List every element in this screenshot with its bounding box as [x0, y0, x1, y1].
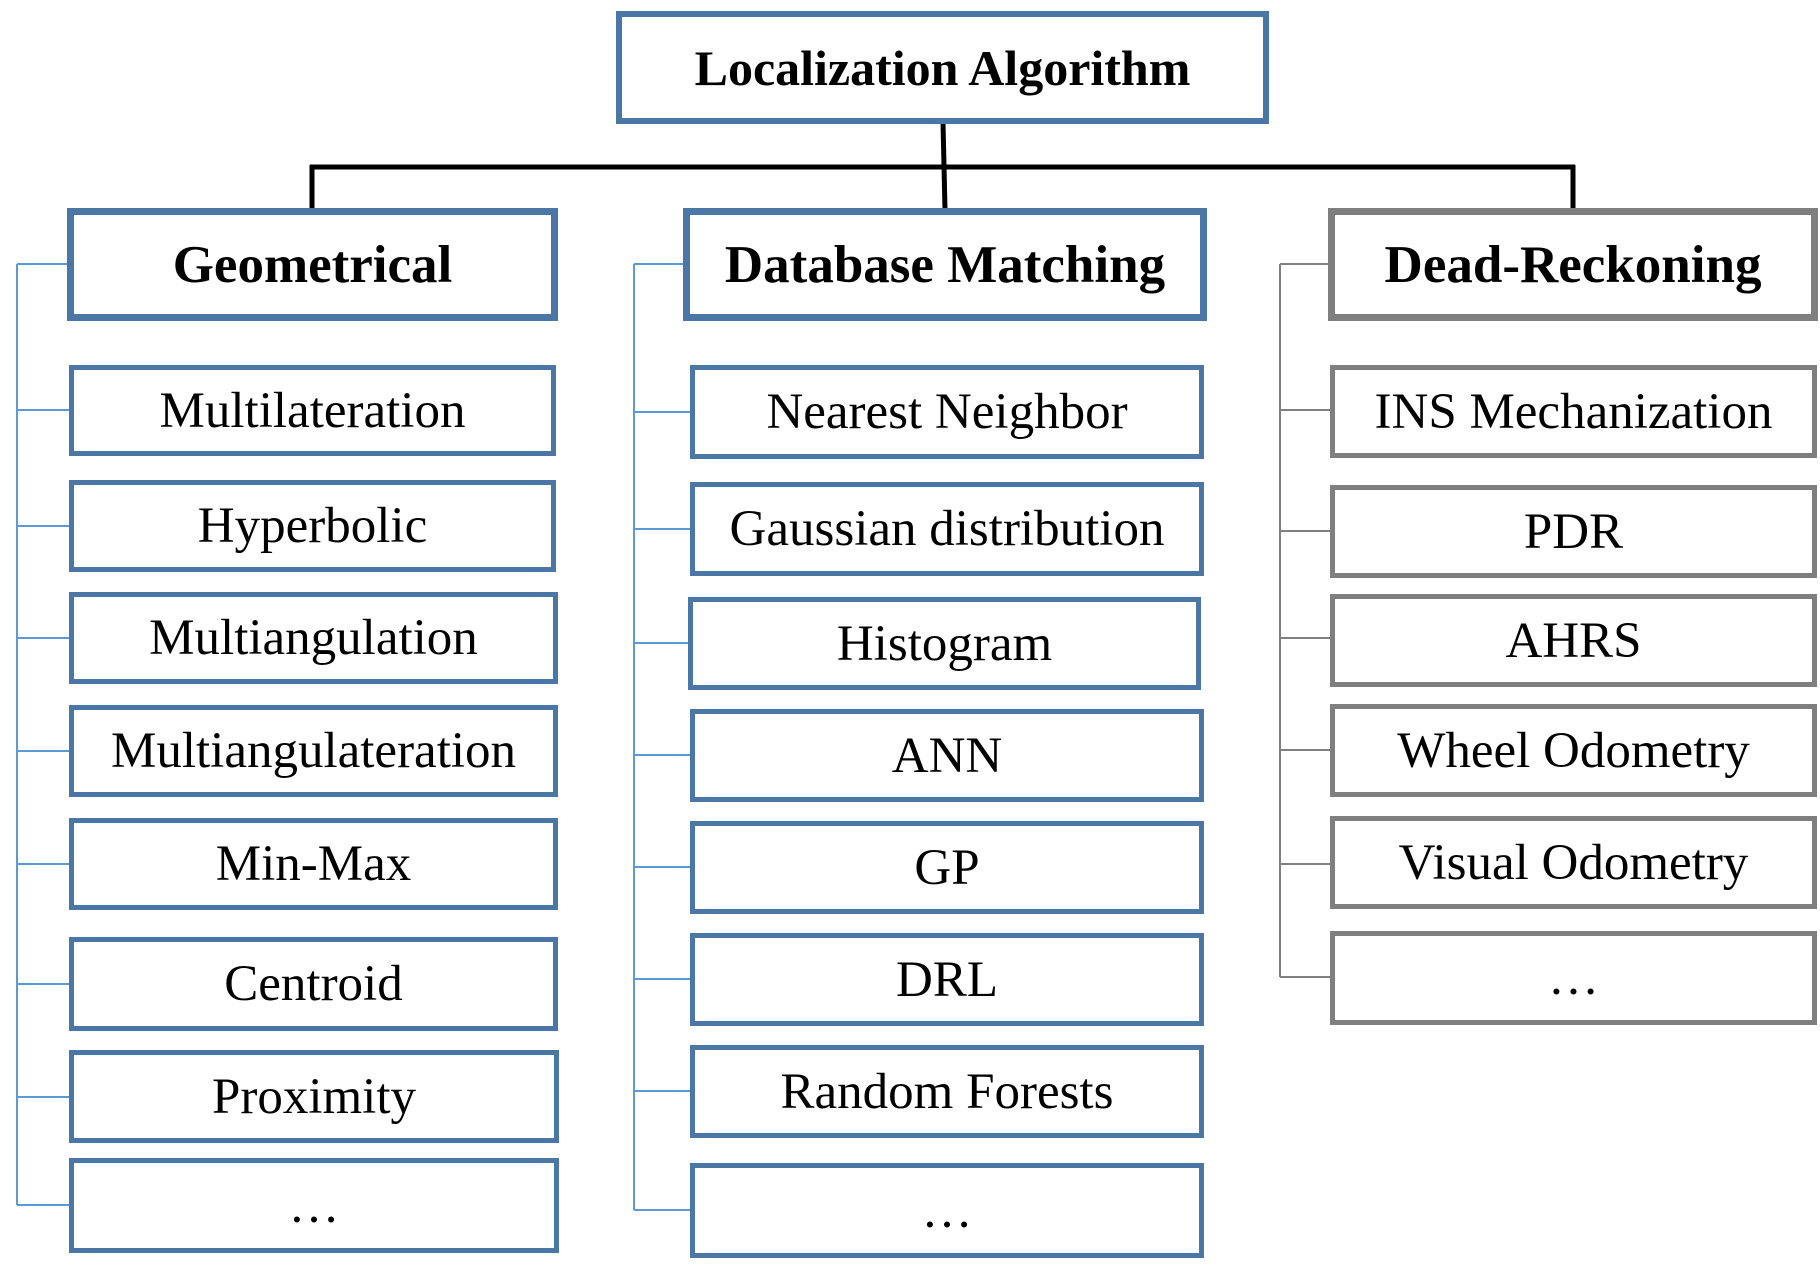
item-label: Gaussian distribution [729, 501, 1165, 557]
item-node: PDR [1330, 485, 1817, 578]
geometrical-branch-lines [16, 263, 71, 1206]
item-label: Min-Max [215, 836, 412, 892]
item-label: AHRS [1505, 612, 1642, 669]
item-label: PDR [1523, 503, 1624, 560]
database-matching-branch-lines [633, 263, 692, 1211]
item-node: Proximity [69, 1050, 559, 1143]
item-label: Multilateration [159, 382, 466, 439]
dead-reckoning-branch-lines [1279, 263, 1332, 978]
category-database-matching: Database Matching [683, 208, 1207, 321]
item-node: Min-Max [69, 818, 558, 910]
category-dead-reckoning: Dead-Reckoning [1328, 208, 1818, 321]
item-label: … [288, 1177, 340, 1234]
item-label: Random Forests [780, 1063, 1114, 1120]
item-node: Multiangulateration [69, 705, 558, 797]
item-label: Centroid [224, 956, 403, 1012]
item-node: Centroid [69, 937, 558, 1031]
item-node: ANN [690, 709, 1204, 802]
item-node: Nearest Neighbor [690, 365, 1204, 459]
item-label: ANN [891, 727, 1003, 784]
item-node: Histogram [688, 597, 1201, 690]
category-label: Geometrical [172, 235, 453, 294]
item-label: DRL [896, 951, 998, 1008]
item-node: … [690, 1163, 1204, 1258]
item-label: Wheel Odometry [1397, 722, 1750, 779]
item-label: INS Mechanization [1374, 383, 1773, 440]
item-label: Multiangulateration [110, 723, 517, 779]
item-node: DRL [690, 933, 1204, 1026]
root-label: Localization Algorithm [694, 39, 1191, 96]
item-node: … [69, 1158, 559, 1253]
item-label: … [1548, 950, 1599, 1006]
item-label: GP [914, 839, 980, 896]
item-node: GP [690, 821, 1204, 914]
item-label: Nearest Neighbor [766, 384, 1128, 440]
item-node: Random Forests [690, 1045, 1204, 1138]
item-node: Wheel Odometry [1330, 704, 1817, 797]
item-node: Visual Odometry [1330, 816, 1817, 909]
root-node: Localization Algorithm [616, 11, 1269, 124]
category-label: Dead-Reckoning [1384, 235, 1762, 294]
category-geometrical: Geometrical [67, 208, 558, 321]
item-label: Hyperbolic [197, 498, 428, 554]
item-node: Multilateration [69, 365, 556, 456]
category-label: Database Matching [724, 235, 1166, 294]
item-node: … [1330, 931, 1817, 1025]
item-node: INS Mechanization [1330, 365, 1817, 458]
item-node: Gaussian distribution [690, 482, 1204, 576]
item-label: Proximity [211, 1068, 417, 1125]
item-node: AHRS [1330, 594, 1817, 687]
item-label: Multiangulation [149, 610, 478, 666]
item-label: Visual Odometry [1398, 834, 1749, 891]
item-label: … [921, 1182, 973, 1239]
item-node: Hyperbolic [69, 480, 556, 572]
item-label: Histogram [836, 615, 1053, 672]
item-node: Multiangulation [69, 592, 558, 684]
